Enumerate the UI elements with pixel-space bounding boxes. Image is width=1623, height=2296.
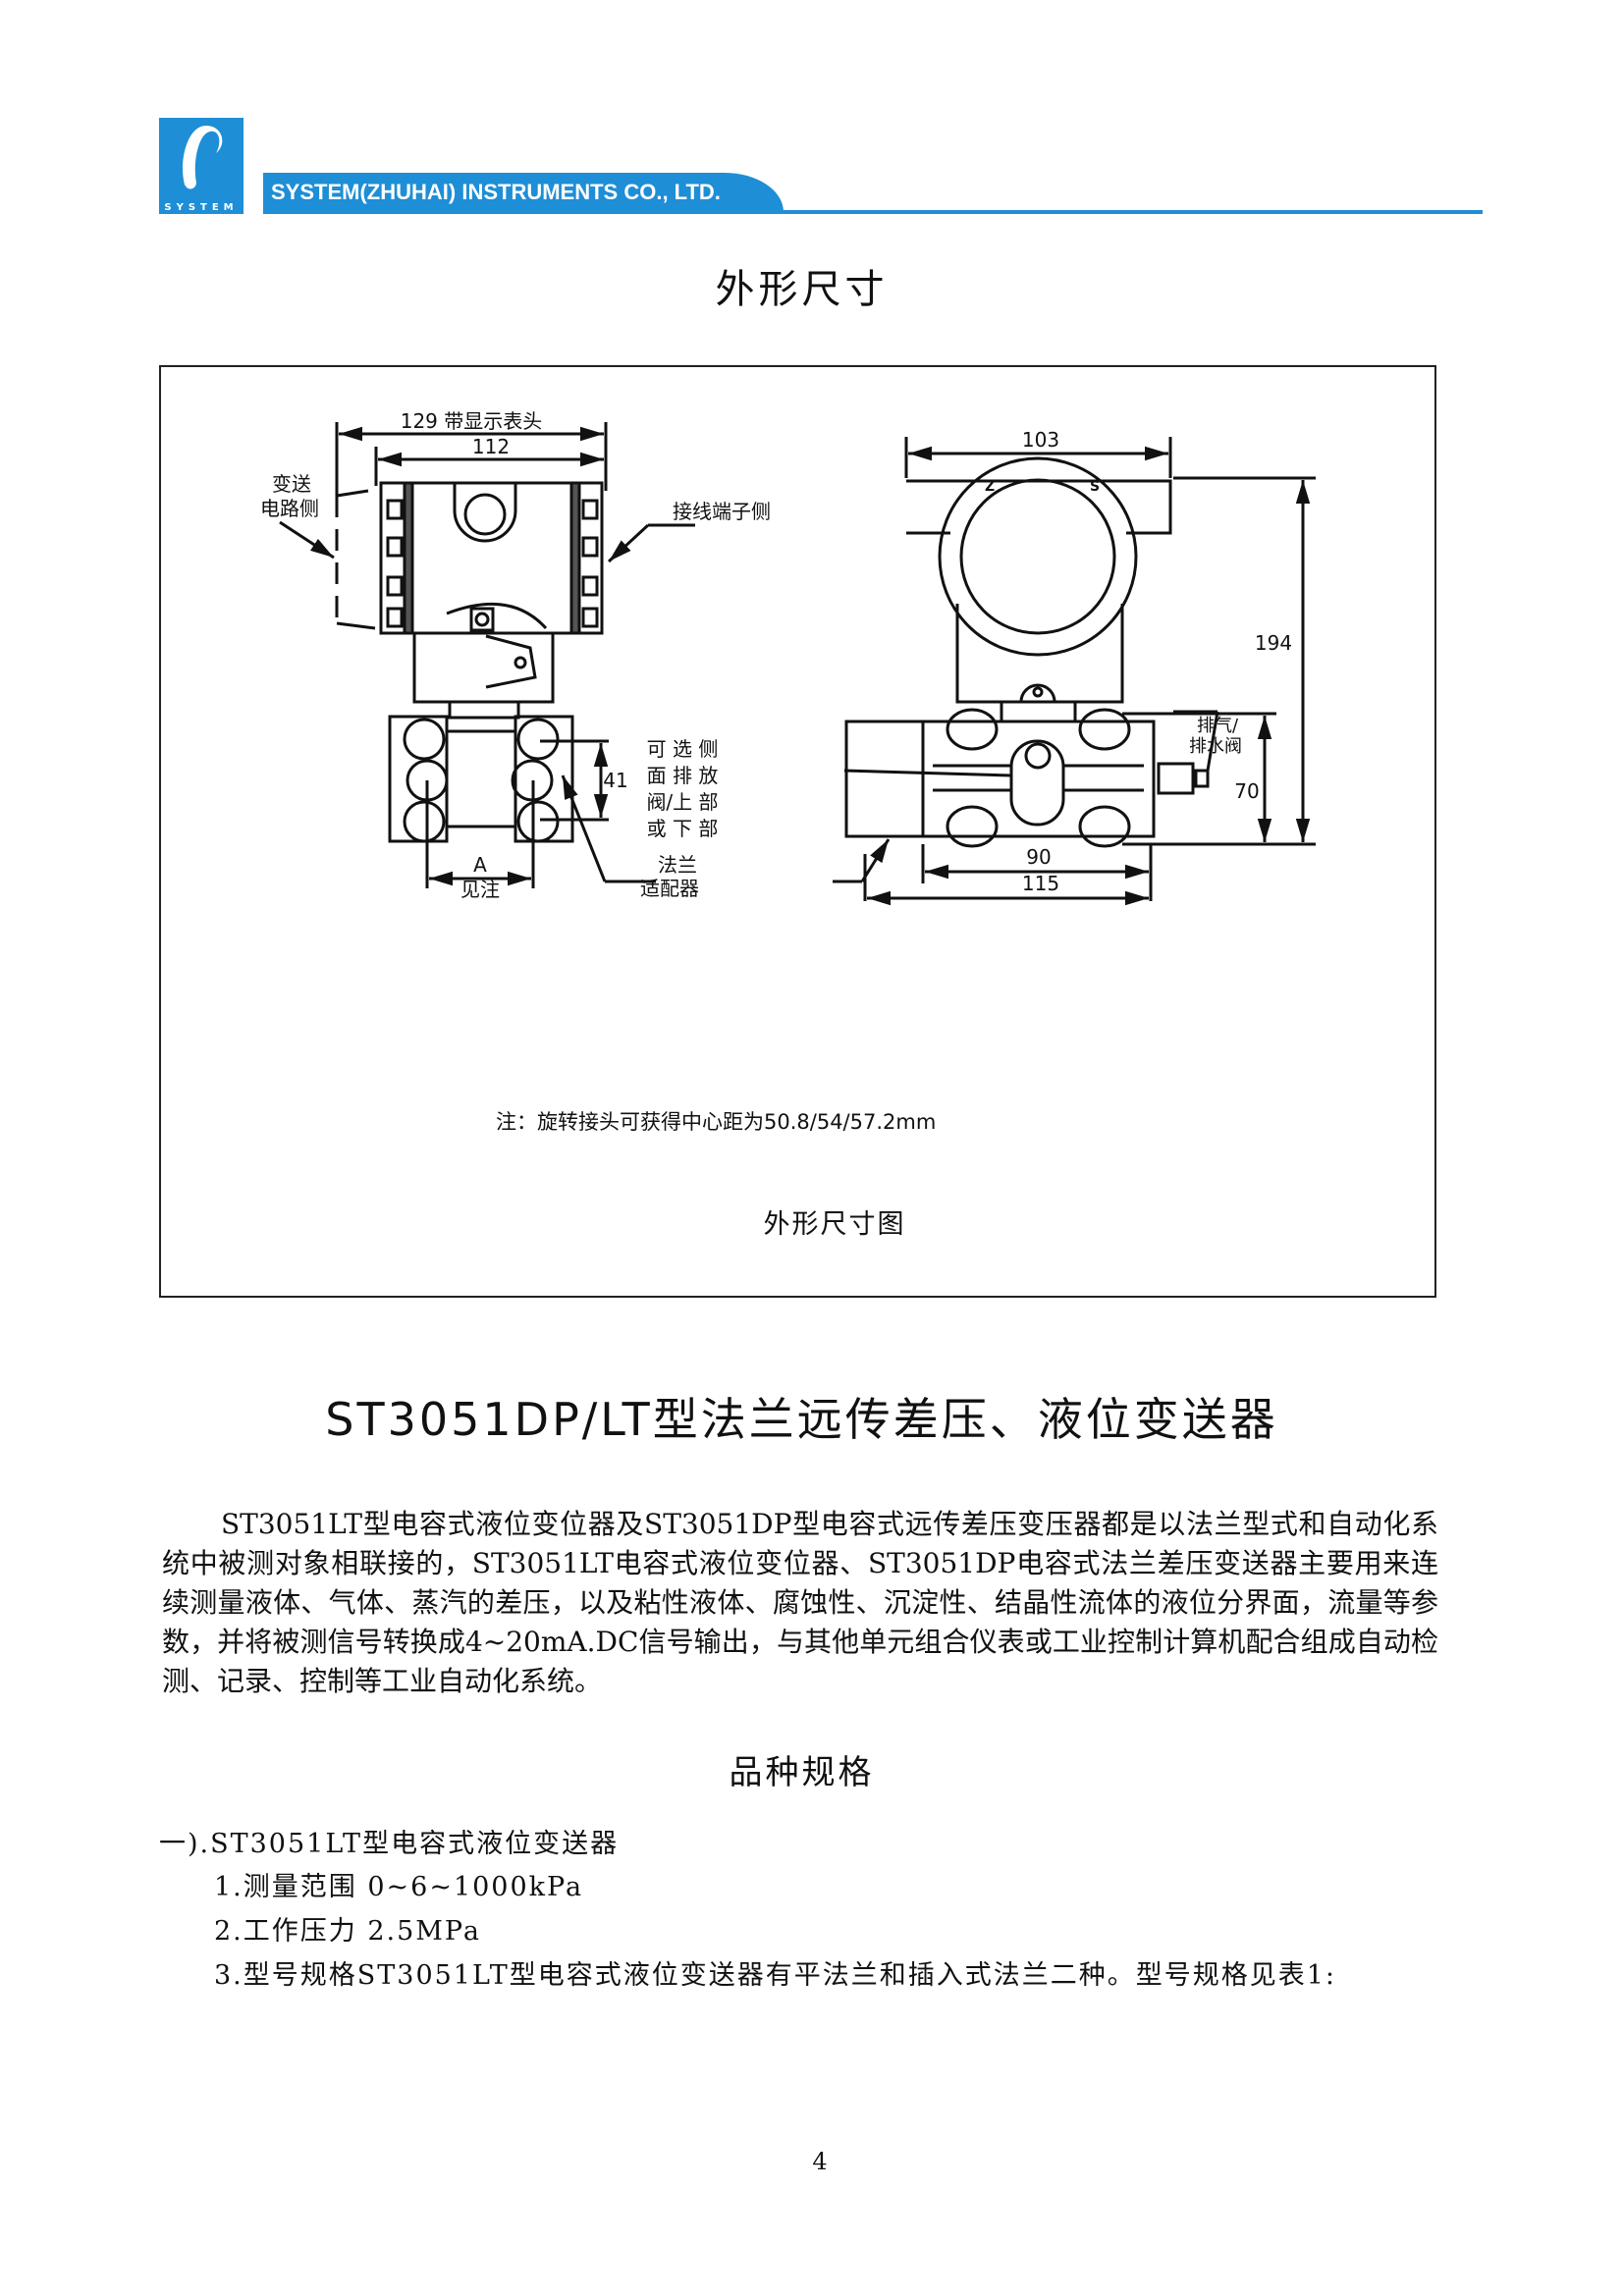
dim-103: 103 <box>1022 428 1059 452</box>
dim-129: 129 带显示表头 <box>401 409 543 433</box>
mark-s: S <box>1090 479 1100 495</box>
label-drain-4: 或 下 部 <box>647 817 719 840</box>
diagram-note: 注：旋转接头可获得中心距为50.8/54/57.2mm <box>496 1110 936 1134</box>
header-rule <box>263 210 1483 214</box>
label-vent-2: 排水阀 <box>1189 736 1242 757</box>
label-drain-1: 可 选 侧 <box>647 737 719 761</box>
dim-112: 112 <box>472 435 510 458</box>
mark-z: Z <box>985 479 995 495</box>
label-flange-2: 适配器 <box>640 877 699 900</box>
dim-a-note: 见注 <box>460 878 500 901</box>
spec-item: 3.型号规格ST3051LT型电容式液位变送器有平法兰和插入式法兰二种。型号规格… <box>214 1960 1336 1991</box>
dim-194: 194 <box>1255 631 1292 655</box>
product-heading: ST3051DP/LT型法兰远传差压、液位变送器 <box>325 1393 1278 1446</box>
company-name-banner: SYSTEM(ZHUHAI) INSTRUMENTS CO., LTD. <box>263 173 784 212</box>
label-circuit-side-1: 变送 <box>272 472 311 496</box>
logo-s-icon <box>183 126 223 189</box>
label-drain-2: 面 排 放 <box>647 764 719 787</box>
intro-paragraph: ST3051LT型电容式液位变位器及ST3051DP型电容式远传差压变压器都是以… <box>162 1508 1438 1697</box>
label-drain-3: 阀/上 部 <box>646 790 718 814</box>
spec-item: 1.测量范围 0~6~1000kPa <box>214 1872 584 1902</box>
spec-group-title: 一).ST3051LT型电容式液位变送器 <box>159 1829 620 1859</box>
diagram-frame <box>159 365 1436 1298</box>
dimension-drawing: 129 带显示表头 112 变送 电路侧 接线端子侧 41 可 选 侧 面 排 … <box>260 409 1316 1240</box>
company-logo: SYSTEM <box>159 118 243 214</box>
spec-item: 2.工作压力 2.5MPa <box>214 1916 481 1947</box>
dim-41: 41 <box>603 769 627 792</box>
dim-70: 70 <box>1234 779 1259 803</box>
logo-text: SYSTEM <box>164 202 239 213</box>
label-terminal-side: 接线端子侧 <box>673 500 771 523</box>
label-vent-1: 排气/ <box>1197 716 1239 736</box>
diagram-caption: 外形尺寸图 <box>764 1209 906 1240</box>
spec-subheading: 品种规格 <box>729 1753 875 1792</box>
dim-115: 115 <box>1022 872 1059 895</box>
label-circuit-side-2: 电路侧 <box>260 497 319 520</box>
dim-a: A <box>473 853 487 877</box>
dim-90: 90 <box>1026 845 1051 869</box>
page-number: 4 <box>812 2148 828 2175</box>
section-title: 外形尺寸 <box>715 267 889 312</box>
label-flange-1: 法兰 <box>658 853 697 877</box>
